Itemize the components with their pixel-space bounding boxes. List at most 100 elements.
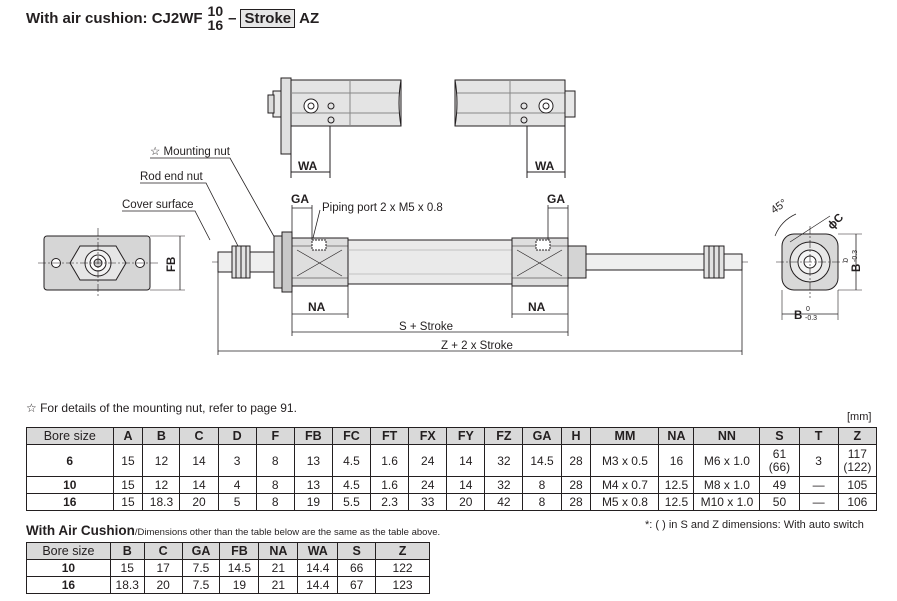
piping-port-label: Piping port 2 x M5 x 0.8 (322, 202, 443, 214)
table-cell: 8 (255, 493, 295, 511)
unit-label: [mm] (847, 411, 872, 423)
table-cell: 12 (142, 444, 181, 477)
table-cell: 67 (337, 576, 377, 594)
cover-surface-label: Cover surface (122, 199, 194, 211)
table-cell: 18.3 (142, 493, 181, 511)
table-cell: 14 (446, 476, 486, 494)
table-cell-z: 117 (122) (837, 444, 878, 477)
bore-fraction: 10 16 (208, 4, 224, 32)
table-header: MM (590, 427, 660, 445)
table-cell: — (798, 493, 839, 511)
table-cell: 49 (759, 476, 800, 494)
dimension-table: Bore size A B C D F FB FC FT FX FY FZ GA… (26, 427, 878, 511)
table-header: FT (370, 427, 410, 445)
title-suffix: AZ (299, 9, 320, 27)
table-cell: 15 (112, 493, 144, 511)
table-cell: M5 x 0.8 (590, 493, 660, 511)
table-header: FZ (484, 427, 524, 445)
table-header: FX (408, 427, 448, 445)
b-side-tol-top: 0 (843, 258, 850, 262)
table-cell: M6 x 1.0 (693, 444, 761, 477)
table-cell: 28 (560, 476, 592, 494)
table-cell: 122 (375, 559, 430, 577)
table-cell: 19 (293, 493, 333, 511)
table-header-row: Bore size B C GA FB NA WA S Z (26, 542, 430, 560)
table-cell: — (798, 476, 839, 494)
s-stroke-label: S + Stroke (399, 321, 453, 333)
cushion-table: Bore size B C GA FB NA WA S Z 10 15 17 7… (26, 542, 430, 594)
table-cell: 13 (293, 444, 333, 477)
table-row: 10 15 12 14 4 8 13 4.5 1.6 24 14 32 8 28… (26, 476, 878, 494)
table-cell: 42 (484, 493, 524, 511)
table-cell: 8 (255, 476, 295, 494)
b-side-label: B (851, 264, 863, 272)
table-cell: 21 (258, 559, 299, 577)
table-cell: 8 (522, 476, 562, 494)
table-cell: 4 (217, 476, 257, 494)
table-cell: 15 (109, 559, 145, 577)
table-cell-s: 61 (66) (759, 444, 800, 477)
table-cell: 5 (217, 493, 257, 511)
ga-dimensions (291, 205, 569, 240)
table-row: 6 15 12 14 3 8 13 4.5 1.6 24 14 32 14.5 … (26, 444, 878, 477)
table-cell: 6 (26, 444, 114, 477)
table-cell: 3 (217, 444, 257, 477)
b-side-tol-bottom: -0.3 (852, 250, 859, 262)
title-prefix: With air cushion: CJ2WF (26, 9, 203, 27)
wa-label-left: WA (298, 159, 318, 173)
table-cell: 1.6 (370, 444, 410, 477)
table-header: Z (837, 427, 878, 445)
table-cell: 3 (798, 444, 839, 477)
table-cell: 105 (837, 476, 878, 494)
s-alt-value: (66) (768, 459, 791, 474)
table-cell: 28 (560, 493, 592, 511)
table-cell: 32 (484, 476, 524, 494)
table-header: H (560, 427, 592, 445)
top-right-detail (454, 79, 576, 178)
length-dimensions (217, 270, 743, 355)
table-row: 10 15 17 7.5 14.5 21 14.4 66 122 (26, 559, 430, 577)
table-cell: 8 (522, 493, 562, 511)
table-header: F (255, 427, 295, 445)
top-left-detail (267, 77, 402, 178)
table-cell: 24 (408, 444, 448, 477)
table-header: FB (219, 542, 260, 560)
bore-top: 10 (207, 3, 224, 19)
table-header: S (337, 542, 377, 560)
table-header: GA (181, 542, 221, 560)
table-header-row: Bore size A B C D F FB FC FT FX FY FZ GA… (26, 427, 878, 445)
fb-label: FB (166, 257, 178, 272)
table-header: NA (258, 542, 299, 560)
table-header: B (109, 542, 145, 560)
leader-lines (122, 157, 321, 251)
table-cell: 28 (560, 444, 592, 477)
table-cell: 16 (658, 444, 695, 477)
table-header: T (798, 427, 839, 445)
table-header: A (112, 427, 144, 445)
angle-label: 45° (769, 197, 790, 216)
table-cell: 20 (179, 493, 219, 511)
s-value: 61 (772, 446, 787, 461)
stroke-box: Stroke (240, 8, 296, 28)
table-cell: 12.5 (658, 476, 695, 494)
table-cell: 14.5 (219, 559, 260, 577)
table-cell: 2.3 (370, 493, 410, 511)
table-cell: M3 x 0.5 (590, 444, 660, 477)
table-cell: 4.5 (331, 444, 372, 477)
b-bottom-label: B (794, 310, 802, 322)
na-label-right: NA (528, 300, 546, 314)
table-cell: 12.5 (658, 493, 695, 511)
table-cell: M4 x 0.7 (590, 476, 660, 494)
page-title: With air cushion: CJ2WF 10 16 – Stroke A… (26, 4, 319, 32)
table-cell: 32 (484, 444, 524, 477)
table-row: 16 15 18.3 20 5 8 19 5.5 2.3 33 20 42 8 … (26, 493, 878, 511)
table-cell: 33 (408, 493, 448, 511)
b-bottom-tol-bottom: -0.3 (805, 315, 817, 322)
table-header: GA (522, 427, 562, 445)
table-cell: 14.4 (297, 559, 339, 577)
cushion-table-title: With Air Cushion/Dimensions other than t… (26, 523, 440, 538)
table-cell: 15 (112, 444, 144, 477)
table-cell: 106 (837, 493, 878, 511)
table-cell: 10 (26, 476, 114, 494)
table-cell: 123 (375, 576, 430, 594)
